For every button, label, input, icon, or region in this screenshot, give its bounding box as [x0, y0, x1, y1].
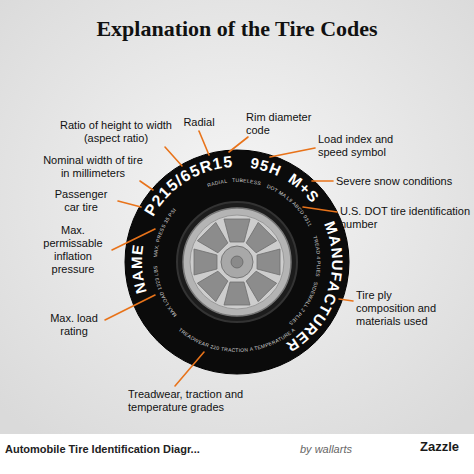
callout-label: Tire ply composition and materials used: [356, 289, 440, 328]
site-logo: Zazzle: [420, 439, 459, 455]
callout-label: Nominal width of tire in millimeters: [42, 154, 144, 180]
callout-label: Rim diameter code: [246, 111, 322, 137]
sidewall-small-text: MAX. PRESS 35 PSI: [152, 207, 177, 258]
leader-lines: [105, 131, 353, 386]
load-speed-code: 95H: [249, 154, 284, 179]
sidewall-small-text: SIDEWALL 2 PLIES: [288, 281, 320, 327]
tire-sidewall: NAMEP215/65R1595HM+SMANUFACTURERMAX LOAD…: [125, 150, 349, 374]
sidewall-small-text: TREAD 4 PLIES: [312, 235, 322, 278]
sidewall-name: NAME: [128, 243, 150, 296]
callout-label: Radial: [180, 116, 218, 129]
callout-label: Max. permissable inflation pressure: [34, 224, 112, 276]
footer-strip: [0, 434, 474, 474]
leader-line: [140, 181, 153, 190]
leader-line: [312, 180, 333, 182]
callout-label: Ratio of height to width (aspect ratio): [54, 119, 178, 145]
manufacturer-mark: MANUFACTURER: [283, 219, 346, 356]
tire: [125, 150, 349, 374]
sidewall-small-text: MAX. PRESS 35 PSI: [152, 207, 177, 258]
poster-ground: [0, 0, 474, 434]
sidewall-name: NAME: [128, 243, 150, 296]
callout-label: Passenger car tire: [46, 188, 116, 214]
leader-line: [339, 299, 353, 301]
sidewall-small-text: MAX LOAD 1323 LBS: [152, 265, 178, 318]
sidewall-small-text: SIDEWALL 2 PLIES: [288, 281, 320, 327]
leader-line: [105, 295, 155, 320]
footer-caption: Automobile Tire Identification Diagr...: [5, 443, 200, 456]
leader-line: [199, 131, 209, 155]
sidewall-small-text: RADIAL: [206, 178, 227, 189]
rim-spokes: [194, 219, 280, 305]
rim: [183, 208, 291, 316]
callout-label: Treadwear, traction and temperature grad…: [128, 388, 278, 414]
hub: [221, 246, 253, 278]
leader-line: [229, 137, 248, 152]
author-credit: by wallarts: [300, 443, 352, 456]
leader-line: [118, 201, 141, 207]
sidewall-small-text: DOT MA L9 ABCD 0311: [266, 183, 313, 227]
leader-line: [175, 352, 204, 386]
callout-label: U.S. DOT tire identification number: [340, 205, 470, 231]
sidewall-small-text: DOT MA L9 ABCD 0311: [266, 183, 313, 227]
sidewall-small-text: MAX LOAD 1323 LBS: [152, 265, 178, 318]
callout-label: Severe snow conditions: [336, 175, 470, 188]
leader-line: [270, 148, 315, 157]
sidewall-text-layer: NAMEP215/65R1595HM+SMANUFACTURERMAX LOAD…: [125, 150, 349, 374]
callout-label: Max. load rating: [44, 312, 104, 338]
tire-size-code: P215/65R15: [141, 153, 234, 219]
callout-label: Load index and speed symbol: [318, 133, 416, 159]
sidewall-small-text: TUBELESS: [232, 177, 262, 187]
manufacturer-mark: MANUFACTURER: [283, 219, 346, 356]
sidewall-small-text: TREAD 4 PLIES: [312, 235, 322, 278]
leader-line: [303, 207, 337, 212]
sidewall-small-text: TUBELESS: [232, 177, 262, 187]
sidewall-small-text: TREADWEAR 220 TRACTION A TEMPERATURE A: [178, 326, 297, 353]
sidewall-small-text: RADIAL: [206, 178, 227, 189]
load-speed-code: 95H: [249, 154, 284, 179]
tire-size-code: P215/65R15: [141, 153, 234, 219]
leader-line: [165, 147, 182, 166]
diagram-title: Explanation of the Tire Codes: [0, 16, 474, 42]
sidewall-small-text: TREADWEAR 220 TRACTION A TEMPERATURE A: [178, 326, 297, 353]
